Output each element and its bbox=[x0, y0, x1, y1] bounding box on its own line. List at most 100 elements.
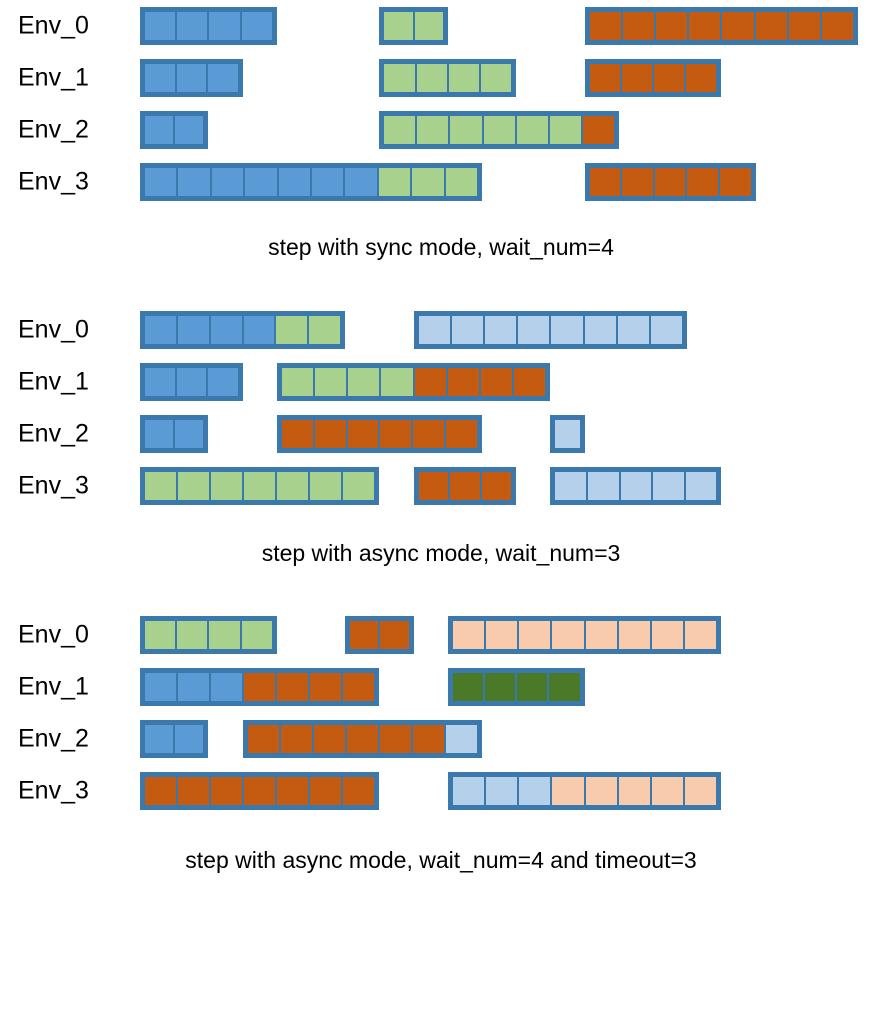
timeline-cell-step-orange[interactable] bbox=[210, 776, 244, 807]
timeline-cell-step-peach[interactable] bbox=[484, 620, 519, 651]
timeline-cell-step-orange[interactable] bbox=[280, 418, 314, 449]
timeline-cell-step-orange[interactable] bbox=[417, 470, 450, 501]
timeline-cell-step-green[interactable] bbox=[144, 620, 177, 651]
timeline-cell-step-dark-green[interactable] bbox=[516, 672, 549, 703]
timeline-cell-step-orange[interactable] bbox=[479, 366, 514, 397]
timeline-cell-step-blue[interactable] bbox=[144, 314, 177, 345]
timeline-cell-step-light-blue[interactable] bbox=[684, 470, 718, 501]
timeline-cell-step-orange[interactable] bbox=[621, 11, 655, 41]
timeline-cell-step-green[interactable] bbox=[342, 470, 376, 501]
timeline-cell-step-orange[interactable] bbox=[445, 418, 478, 449]
timeline-block[interactable] bbox=[413, 310, 688, 349]
timeline-cell-step-blue[interactable] bbox=[144, 366, 176, 397]
timeline-cell-step-light-blue[interactable] bbox=[649, 314, 684, 345]
timeline-cell-step-peach[interactable] bbox=[584, 620, 618, 651]
timeline-cell-step-orange[interactable] bbox=[480, 470, 513, 501]
timeline-cell-step-green[interactable] bbox=[144, 470, 178, 501]
timeline-block[interactable] bbox=[140, 668, 380, 707]
timeline-cell-step-light-blue[interactable] bbox=[616, 314, 650, 345]
timeline-block[interactable] bbox=[276, 414, 482, 453]
timeline-cell-step-green[interactable] bbox=[176, 620, 209, 651]
timeline-cell-step-blue[interactable] bbox=[209, 314, 243, 345]
timeline-cell-step-blue[interactable] bbox=[174, 724, 205, 755]
timeline-cell-step-blue[interactable] bbox=[244, 167, 278, 197]
timeline-cell-step-green[interactable] bbox=[447, 63, 480, 93]
timeline-cell-step-blue[interactable] bbox=[177, 167, 211, 197]
timeline-cell-step-blue[interactable] bbox=[210, 167, 245, 197]
timeline-cell-step-orange[interactable] bbox=[820, 11, 855, 41]
timeline-cell-step-green[interactable] bbox=[413, 11, 444, 41]
timeline-cell-step-light-blue[interactable] bbox=[554, 470, 587, 501]
timeline-cell-step-orange[interactable] bbox=[279, 724, 313, 755]
timeline-block[interactable] bbox=[413, 466, 517, 505]
timeline-cell-step-green[interactable] bbox=[449, 115, 483, 145]
timeline-cell-step-green[interactable] bbox=[383, 115, 417, 145]
timeline-cell-step-blue[interactable] bbox=[144, 672, 178, 703]
timeline-cell-step-light-blue[interactable] bbox=[417, 314, 451, 345]
timeline-cell-step-peach[interactable] bbox=[684, 620, 718, 651]
timeline-cell-step-orange[interactable] bbox=[653, 167, 687, 197]
timeline-cell-step-light-blue[interactable] bbox=[652, 470, 685, 501]
timeline-cell-step-blue[interactable] bbox=[210, 672, 244, 703]
timeline-cell-step-orange[interactable] bbox=[276, 776, 310, 807]
timeline-cell-step-blue[interactable] bbox=[144, 115, 175, 145]
timeline-cell-step-green[interactable] bbox=[548, 115, 582, 145]
timeline-cell-step-dark-green[interactable] bbox=[451, 672, 484, 703]
timeline-cell-step-orange[interactable] bbox=[144, 776, 178, 807]
timeline-cell-step-orange[interactable] bbox=[620, 63, 653, 93]
timeline-cell-step-orange[interactable] bbox=[412, 418, 446, 449]
timeline-cell-step-light-blue[interactable] bbox=[450, 314, 484, 345]
timeline-cell-step-blue[interactable] bbox=[174, 418, 205, 449]
timeline-cell-step-light-blue[interactable] bbox=[554, 418, 581, 449]
timeline-cell-step-orange[interactable] bbox=[411, 724, 445, 755]
timeline-block[interactable] bbox=[550, 466, 722, 505]
timeline-block[interactable] bbox=[140, 111, 209, 149]
timeline-block[interactable] bbox=[447, 668, 585, 707]
timeline-cell-step-green[interactable] bbox=[210, 470, 244, 501]
timeline-cell-step-peach[interactable] bbox=[617, 776, 651, 807]
timeline-cell-step-light-blue[interactable] bbox=[550, 314, 584, 345]
timeline-block[interactable] bbox=[140, 59, 243, 97]
timeline-cell-step-orange[interactable] bbox=[345, 724, 379, 755]
timeline-cell-step-green[interactable] bbox=[380, 366, 414, 397]
timeline-cell-step-green[interactable] bbox=[416, 115, 450, 145]
timeline-cell-step-orange[interactable] bbox=[754, 11, 788, 41]
timeline-cell-step-light-blue[interactable] bbox=[451, 776, 485, 807]
timeline-cell-step-blue[interactable] bbox=[277, 167, 311, 197]
timeline-cell-step-peach[interactable] bbox=[650, 620, 685, 651]
timeline-cell-step-orange[interactable] bbox=[346, 418, 380, 449]
timeline-cell-step-green[interactable] bbox=[309, 470, 343, 501]
timeline-cell-step-orange[interactable] bbox=[342, 672, 376, 703]
timeline-cell-step-orange[interactable] bbox=[787, 11, 821, 41]
timeline-cell-step-green[interactable] bbox=[377, 167, 412, 197]
timeline-cell-step-orange[interactable] bbox=[243, 776, 277, 807]
timeline-cell-step-blue[interactable] bbox=[176, 11, 209, 41]
timeline-cell-step-blue[interactable] bbox=[144, 418, 175, 449]
timeline-cell-step-blue[interactable] bbox=[310, 167, 345, 197]
timeline-block[interactable] bbox=[584, 163, 756, 201]
timeline-cell-step-peach[interactable] bbox=[650, 776, 685, 807]
timeline-cell-step-orange[interactable] bbox=[379, 620, 410, 651]
timeline-cell-step-blue[interactable] bbox=[207, 63, 239, 93]
timeline-cell-step-blue[interactable] bbox=[208, 11, 241, 41]
timeline-cell-step-light-blue[interactable] bbox=[517, 314, 551, 345]
timeline-block[interactable] bbox=[447, 772, 722, 811]
timeline-cell-step-green[interactable] bbox=[276, 470, 310, 501]
timeline-cell-step-orange[interactable] bbox=[621, 167, 654, 197]
timeline-cell-step-green[interactable] bbox=[275, 314, 309, 345]
timeline-cell-step-orange[interactable] bbox=[312, 724, 346, 755]
timeline-cell-step-orange[interactable] bbox=[688, 11, 722, 41]
timeline-block[interactable] bbox=[140, 616, 277, 655]
timeline-cell-step-blue[interactable] bbox=[207, 366, 239, 397]
timeline-cell-step-peach[interactable] bbox=[551, 776, 585, 807]
timeline-block[interactable] bbox=[379, 111, 619, 149]
timeline-cell-step-orange[interactable] bbox=[349, 620, 380, 651]
timeline-cell-step-blue[interactable] bbox=[240, 11, 273, 41]
timeline-cell-step-orange[interactable] bbox=[581, 115, 615, 145]
timeline-block[interactable] bbox=[140, 7, 277, 45]
timeline-cell-step-green[interactable] bbox=[415, 63, 448, 93]
timeline-cell-step-blue[interactable] bbox=[176, 314, 210, 345]
timeline-cell-step-orange[interactable] bbox=[588, 167, 622, 197]
timeline-block[interactable] bbox=[345, 616, 414, 655]
timeline-cell-step-light-blue[interactable] bbox=[444, 724, 478, 755]
